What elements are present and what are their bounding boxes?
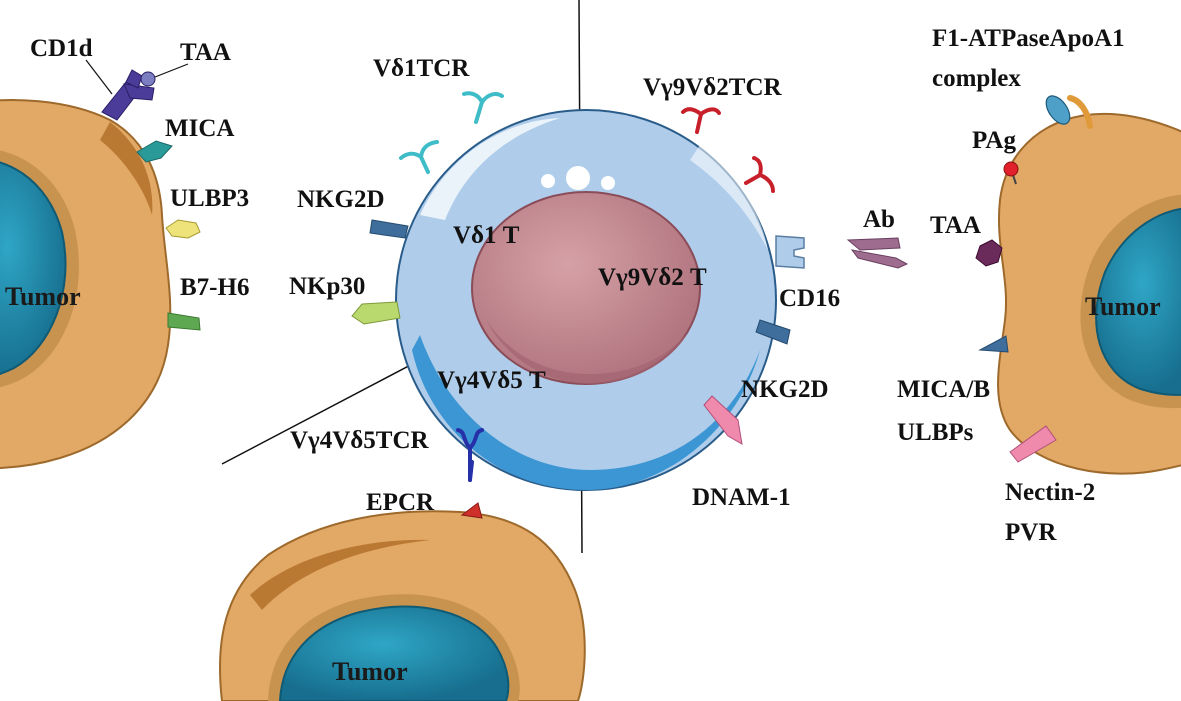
gamma-delta-t-cell: [395, 109, 777, 491]
label-f1-atpase: F1-ATPaseApoA1: [932, 25, 1125, 52]
tumor-left-label: Tumor: [5, 282, 81, 311]
tumor-cell-right: Tumor: [997, 112, 1181, 475]
tumor-cell-bottom: Tumor: [219, 510, 586, 701]
label-taa-left: TAA: [180, 39, 231, 66]
label-vg9vd2tcr: Vγ9Vδ2TCR: [643, 74, 783, 101]
label-cd1d: CD1d: [30, 35, 93, 62]
label-vg4vd5-t: Vγ4Vδ5 T: [437, 367, 546, 394]
vesicle-dot: [541, 174, 555, 188]
label-dnam1: DNAM-1: [692, 484, 791, 511]
label-mica: MICA: [165, 115, 234, 142]
tumor-cell-left: Tumor: [0, 99, 172, 469]
label-vg4vd5tcr: Vγ4Vδ5TCR: [290, 427, 430, 454]
label-nectin2: Nectin-2: [1005, 479, 1095, 506]
label-f1-complex: complex: [932, 65, 1021, 92]
cd1d-taa-complex: [85, 59, 189, 121]
dnam1-receptor: [703, 395, 743, 445]
nkg2d-receptor-right: [755, 319, 791, 345]
label-b7h6: B7-H6: [180, 274, 249, 301]
mica-ligand: [136, 140, 173, 163]
nkg2d-receptor-left: [369, 219, 409, 239]
label-pag: PAg: [972, 127, 1016, 154]
vd1tcr-lower: [399, 140, 439, 174]
label-ulbps: ULBPs: [897, 419, 974, 446]
label-nkp30: NKp30: [289, 273, 365, 300]
epcr-ligand: [460, 502, 483, 519]
mica-b-ulbps-ligand: [978, 335, 1009, 353]
label-nkg2d-left: NKG2D: [297, 186, 385, 213]
label-pvr: PVR: [1005, 519, 1057, 546]
label-ulbp3: ULBP3: [170, 185, 249, 212]
vg9vd2tcr-lower: [744, 156, 775, 193]
label-nkg2d-right: NKG2D: [741, 376, 829, 403]
label-vd1-t: Vδ1 T: [453, 222, 520, 249]
tumor-bottom-label: Tumor: [332, 657, 408, 686]
label-vd1tcr: Vδ1TCR: [373, 55, 470, 82]
ulbp3-ligand: [165, 219, 201, 239]
vd1tcr-upper: [462, 91, 504, 124]
label-mica-b: MICA/B: [897, 376, 990, 403]
label-cd16: CD16: [779, 285, 840, 312]
tumor-right-label: Tumor: [1085, 292, 1161, 321]
vesicle-dot: [566, 166, 590, 190]
f1-atpase-apoa1-complex: [1045, 95, 1093, 129]
vg9vd2tcr-upper: [681, 107, 721, 134]
label-taa-right: TAA: [930, 212, 981, 239]
label-epcr: EPCR: [366, 489, 435, 516]
label-vg9vd2-t: Vγ9Vδ2 T: [598, 264, 707, 291]
pag-molecule: [1003, 161, 1019, 185]
label-ab: Ab: [863, 206, 895, 233]
taa-right-ligand: [975, 239, 1003, 267]
nectin2-pvr-ligand: [1009, 425, 1057, 463]
nkp30-receptor: [351, 301, 401, 325]
antibody: [846, 237, 909, 269]
cd16-receptor: [775, 235, 805, 269]
b7h6-ligand: [167, 312, 201, 331]
vg4vd5tcr-receptor: [456, 428, 484, 482]
vesicle-dot: [601, 176, 615, 190]
